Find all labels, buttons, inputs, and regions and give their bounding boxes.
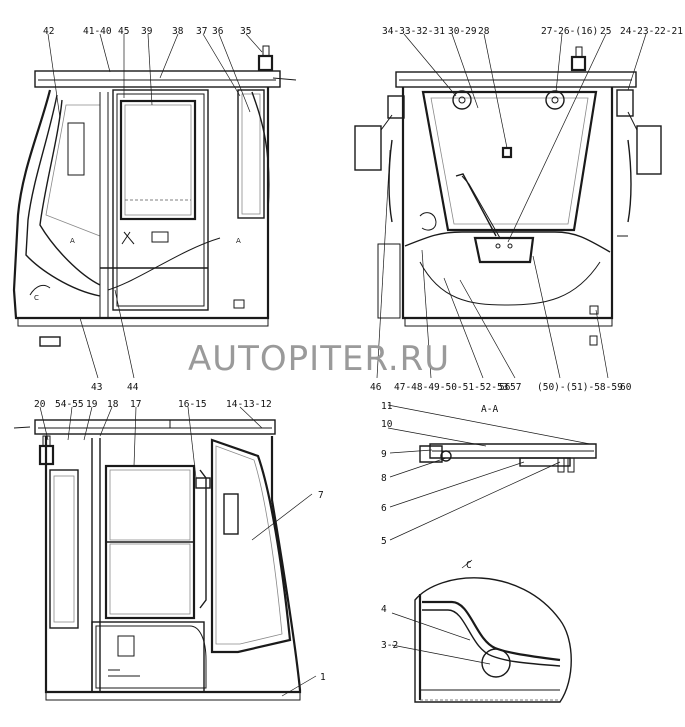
front-view	[12, 45, 297, 347]
callout-18: 18	[107, 399, 119, 410]
callout-34-33-32-31: 34-33-32-31	[382, 26, 445, 37]
side-view-labels: 20 54-55 19 18 17 16-15 14-13-12 7 1	[34, 399, 326, 683]
side-view	[13, 419, 302, 701]
callout-44: 44	[127, 382, 139, 393]
callout-60: 60	[620, 382, 632, 393]
detail-labels: C 4 3-2	[381, 560, 472, 651]
callout-19: 19	[86, 399, 98, 410]
callout-38: 38	[172, 26, 184, 37]
watermark: AUTOPITER.RU	[188, 339, 450, 379]
rear-view-labels: 34-33-32-31 30-29 28 27-26-(16) 25 24-23…	[370, 26, 683, 393]
callout-6: 6	[381, 503, 387, 514]
callout-47-53: 47-48-49-50-51-52-53	[394, 382, 508, 393]
callout-46: 46	[370, 382, 382, 393]
section-labels: A-A 11 10 9 8 6 5	[381, 401, 498, 547]
section-a-a	[419, 443, 597, 473]
callout-8: 8	[381, 473, 387, 484]
callout-9: 9	[381, 449, 387, 460]
detail-leaders	[391, 559, 491, 665]
callout-3-2: 3-2	[381, 640, 398, 651]
callout-4: 4	[381, 604, 387, 615]
detail-c	[414, 577, 572, 703]
callout-35: 35	[240, 26, 251, 37]
callout-10: 10	[381, 419, 393, 430]
callout-17: 17	[130, 399, 141, 410]
callout-42: 42	[43, 26, 54, 37]
view-mark-c: C	[34, 294, 39, 302]
callout-36: 36	[212, 26, 224, 37]
side-view-leaders	[39, 406, 317, 697]
front-view-leaders	[47, 33, 263, 379]
callout-11: 11	[381, 401, 393, 412]
view-mark-a-right: A	[236, 237, 241, 245]
view-mark-a-left: A	[70, 237, 75, 245]
callout-28: 28	[478, 26, 490, 37]
rear-view-leaders	[376, 33, 647, 379]
rear-view	[354, 46, 662, 346]
callout-30-29: 30-29	[448, 26, 477, 37]
detail-c-mark: C	[466, 560, 472, 571]
callout-43: 43	[91, 382, 102, 393]
callout-39: 39	[141, 26, 153, 37]
section-title: A-A	[481, 404, 498, 415]
callout-57: 57	[510, 382, 521, 393]
section-leaders	[387, 404, 591, 541]
callout-25: 25	[600, 26, 611, 37]
callout-41-40: 41-40	[83, 26, 112, 37]
callout-16-15: 16-15	[178, 399, 207, 410]
callout-14-13-12: 14-13-12	[226, 399, 272, 410]
callout-50-51-58-59: (50)-(51)-58-59	[537, 382, 623, 393]
callout-7: 7	[318, 490, 324, 501]
callout-24-23-22-21: 24-23-22-21	[620, 26, 683, 37]
callout-37: 37	[196, 26, 207, 37]
callout-5: 5	[381, 536, 387, 547]
callout-1: 1	[320, 672, 326, 683]
front-view-labels: 42 41-40 45 39 38 37 36 35 43 44 A A C	[34, 26, 251, 393]
callout-27-26-16: 27-26-(16)	[541, 26, 598, 37]
callout-45: 45	[118, 26, 129, 37]
callout-20: 20	[34, 399, 46, 410]
callout-56: 56	[499, 382, 511, 393]
callout-54-55: 54-55	[55, 399, 84, 410]
